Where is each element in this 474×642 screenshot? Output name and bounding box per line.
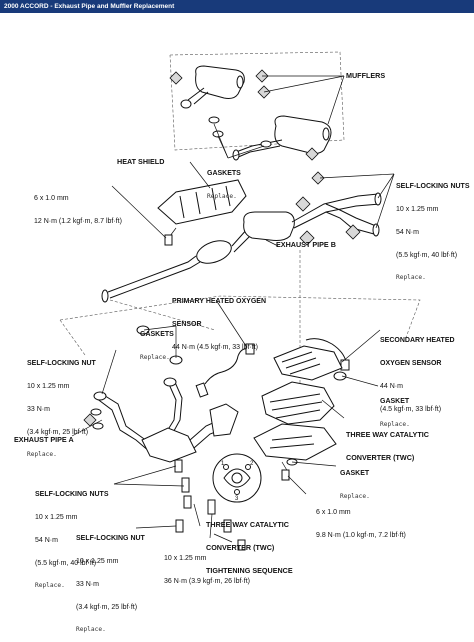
label-heat-shield: HEAT SHIELD — [117, 157, 165, 166]
nut-mid-left-title: SELF-LOCKING NUT — [27, 360, 96, 368]
nut-bottom-left-spec2: 33 N·m — [76, 580, 99, 588]
nut-mid-left-spec3: (3.4 kgf·m, 25 lbf·ft) — [27, 428, 89, 436]
label-exhaust-pipe-b: EXHAUST PIPE B — [276, 240, 336, 249]
twc-sequence-line2: CONVERTER (TWC) — [206, 542, 275, 552]
twc-heat-shield — [253, 423, 337, 481]
twc-line1: THREE WAY CATALYTIC — [346, 430, 429, 440]
gaskets-mid-note: Replace. — [140, 353, 170, 361]
catalytic-converter-upper — [273, 345, 343, 381]
bolt-top-left-spec1: 6 x 1.0 mm — [34, 195, 69, 203]
nuts-top-right-spec2: 54 N·m — [396, 228, 419, 236]
nuts-top-right-title: SELF-LOCKING NUTS — [396, 183, 470, 191]
primary-oxygen-sensor — [195, 343, 255, 398]
nuts-top-right-note: Replace. — [396, 274, 426, 282]
nut-mid-left-spec2: 33 N·m — [27, 405, 50, 413]
nut-bottom-left-note: Replace. — [76, 626, 106, 634]
gasket-right-1-title: GASKET — [380, 398, 410, 406]
sequence-number-3: 3 — [235, 496, 239, 502]
label-gasket-right-2: GASKET Replace. — [340, 455, 370, 508]
primary-sensor-spec: 44 N·m (4.5 kgf·m, 33 lbf·ft) — [172, 343, 258, 351]
label-nuts-top-right: SELF-LOCKING NUTS 10 x 1.25 mm 54 N·m (5… — [396, 168, 470, 290]
bolt-bottom-right-spec2: 9.8 N·m (1.0 kgf·m, 7.2 lbf·ft) — [316, 531, 406, 539]
twc-sequence-line1: THREE WAY CATALYTIC — [206, 520, 289, 530]
secondary-sensor-spec1: 44 N·m — [380, 382, 403, 390]
nuts-bottom-left-spec3: (5.5 kgf·m, 40 lbf·ft) — [35, 559, 97, 567]
label-nut-mid-left: SELF-LOCKING NUT 10 x 1.25 mm 33 N·m (3.… — [27, 345, 96, 467]
sequence-number-2: 2 — [250, 461, 254, 467]
nuts-top-right-spec3: (5.5 kgf·m, 40 lbf·ft) — [396, 251, 458, 259]
nut-bottom-left-title: SELF-LOCKING NUT — [76, 535, 145, 543]
nuts-bottom-left-spec1: 10 x 1.25 mm — [35, 513, 78, 521]
bolt-bottom-center-spec1: 10 x 1.25 mm — [164, 555, 207, 563]
gaskets-mid-title: GASKETS — [140, 331, 174, 339]
bottom-bolts — [174, 459, 246, 551]
bolt-top-left-spec2: 12 N·m (1.2 kgf·m, 8.7 lbf·ft) — [34, 217, 122, 225]
secondary-sensor-spec2: (4.5 kgf·m, 33 lbf·ft) — [380, 405, 442, 413]
tightening-sequence-inset — [212, 453, 262, 503]
label-bolt-bottom-center: 10 x 1.25 mm 36 N·m (3.9 kgf·m, 26 lbf·f… — [164, 540, 250, 593]
bolt-bottom-center-spec2: 36 N·m (3.9 kgf·m, 26 lbf·ft) — [164, 577, 250, 585]
secondary-sensor-title1: SECONDARY HEATED — [380, 337, 455, 345]
label-exhaust-pipe-a: EXHAUST PIPE A — [14, 435, 74, 444]
exhaust-pipe-a — [83, 377, 239, 463]
label-gaskets-top: GASKETS Replace. — [207, 155, 241, 208]
label-twc: THREE WAY CATALYTIC CONVERTER (TWC) — [346, 416, 429, 469]
label-mufflers: MUFFLERS — [346, 71, 386, 80]
primary-sensor-title2: SENSOR — [172, 320, 202, 328]
exhaust-pipe-b — [101, 171, 382, 303]
three-way-catalytic-converter — [261, 371, 347, 425]
nut-bottom-left-spec3: (3.4 kgf·m, 25 lbf·ft) — [76, 603, 138, 611]
nuts-top-right-spec1: 10 x 1.25 mm — [396, 205, 439, 213]
primary-sensor-title1: PRIMARY HEATED OXYGEN — [172, 298, 266, 306]
bolt-bottom-right-spec1: 6 x 1.0 mm — [316, 509, 351, 517]
twc-line2: CONVERTER (TWC) — [346, 452, 415, 462]
label-primary-sensor: PRIMARY HEATED OXYGEN SENSOR 44 N·m (4.5… — [172, 283, 266, 359]
exhaust-diagram — [59, 51, 421, 551]
gaskets-mid — [136, 325, 183, 365]
nut-bottom-left-spec1: 10 x 1.25 mm — [76, 557, 119, 565]
lower-muffler — [208, 115, 332, 161]
sequence-number-1: 1 — [221, 461, 225, 467]
label-secondary-sensor: SECONDARY HEATED OXYGEN SENSOR 44 N·m (4… — [380, 322, 455, 421]
nut-mid-left-spec1: 10 x 1.25 mm — [27, 382, 70, 390]
secondary-sensor-title2: OXYGEN SENSOR — [380, 359, 442, 367]
label-bolt-bottom-right: 6 x 1.0 mm 9.8 N·m (1.0 kgf·m, 7.2 lbf·f… — [316, 494, 406, 547]
heat-shield — [157, 179, 247, 246]
leader-lines — [71, 75, 395, 543]
gasket-right-2-note: Replace. — [340, 492, 370, 500]
gasket-right-1-note: Replace. — [380, 420, 410, 428]
title-bar: 2000 ACCORD - Exhaust Pipe and Muffler R… — [0, 0, 474, 13]
label-bolt-top-left: 6 x 1.0 mm 12 N·m (1.2 kgf·m, 8.7 lbf·ft… — [34, 180, 122, 233]
label-nut-bottom-left: SELF-LOCKING NUT 10 x 1.25 mm 33 N·m (3.… — [76, 520, 145, 642]
nuts-bottom-left-title: SELF-LOCKING NUTS — [35, 491, 109, 499]
gaskets-top-note: Replace. — [207, 192, 237, 200]
label-gaskets-mid: GASKETS Replace. — [140, 316, 174, 369]
nut-mid-left-note: Replace. — [27, 451, 57, 459]
label-gasket-right-1: GASKET Replace. — [380, 383, 410, 436]
upper-muffler — [169, 65, 271, 109]
gasket-right-2-title: GASKET — [340, 470, 370, 478]
nuts-bottom-left-spec2: 54 N·m — [35, 536, 58, 544]
gaskets-top-title: GASKETS — [207, 170, 241, 178]
document-title: 2000 ACCORD - Exhaust Pipe and Muffler R… — [4, 3, 175, 10]
